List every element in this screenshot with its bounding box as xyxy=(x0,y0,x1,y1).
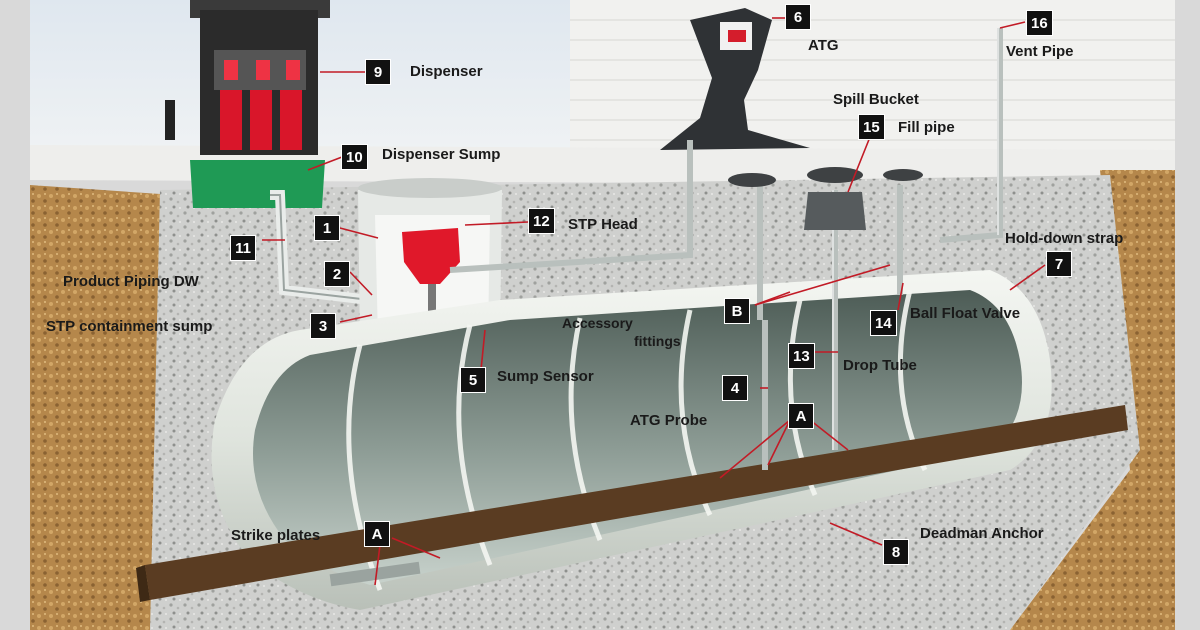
badge-9: 9 xyxy=(365,59,391,85)
badge-8: 8 xyxy=(883,539,909,565)
label-product-piping-dw: Product Piping DW xyxy=(63,273,199,290)
label-ball-float-valve: Ball Float Valve xyxy=(910,305,1021,322)
label-drop-tube: Drop Tube xyxy=(843,357,917,374)
dispenser xyxy=(165,0,330,155)
badge-A-strike: A xyxy=(364,521,390,547)
badge-B: B xyxy=(724,298,750,324)
label-fittings: fittings xyxy=(634,333,681,349)
badge-3: 3 xyxy=(310,313,336,339)
badge-11: 11 xyxy=(230,235,256,261)
label-dispenser-sump: Dispenser Sump xyxy=(382,146,501,163)
label-atg: ATG xyxy=(808,37,839,54)
badge-A-probe: A xyxy=(788,403,814,429)
badge-5: 5 xyxy=(460,367,486,393)
badge-16: 16 xyxy=(1026,10,1053,36)
label-fill-pipe: Fill pipe xyxy=(898,119,955,136)
label-stp-head: STP Head xyxy=(568,216,638,233)
badge-13: 13 xyxy=(788,343,815,369)
label-hold-down-strap: Hold-down strap xyxy=(1005,230,1124,247)
label-spill-bucket: Spill Bucket xyxy=(833,91,919,108)
badge-10: 10 xyxy=(341,144,368,170)
label-stp-containment-sump: STP containment sump xyxy=(46,318,213,335)
badge-7: 7 xyxy=(1046,251,1072,277)
badge-1: 1 xyxy=(314,215,340,241)
badge-4: 4 xyxy=(722,375,748,401)
label-vent-pipe: Vent Pipe xyxy=(1006,43,1074,60)
badge-14: 14 xyxy=(870,310,897,336)
leader-lines xyxy=(262,17,1046,586)
label-sump-sensor: Sump Sensor xyxy=(497,368,594,385)
label-accessory: Accessory xyxy=(562,315,633,331)
deadman-anchor-beam xyxy=(145,405,1128,600)
label-atg-probe: ATG Probe xyxy=(630,412,708,429)
label-dispenser: Dispenser xyxy=(410,63,483,80)
dispenser-sump-box xyxy=(190,160,325,208)
badge-15: 15 xyxy=(858,114,885,140)
badge-2: 2 xyxy=(324,261,350,287)
label-strike-plates: Strike plates xyxy=(231,527,321,544)
badge-6: 6 xyxy=(785,4,811,30)
label-deadman-anchor: Deadman Anchor xyxy=(920,525,1044,542)
badge-12: 12 xyxy=(528,208,555,234)
